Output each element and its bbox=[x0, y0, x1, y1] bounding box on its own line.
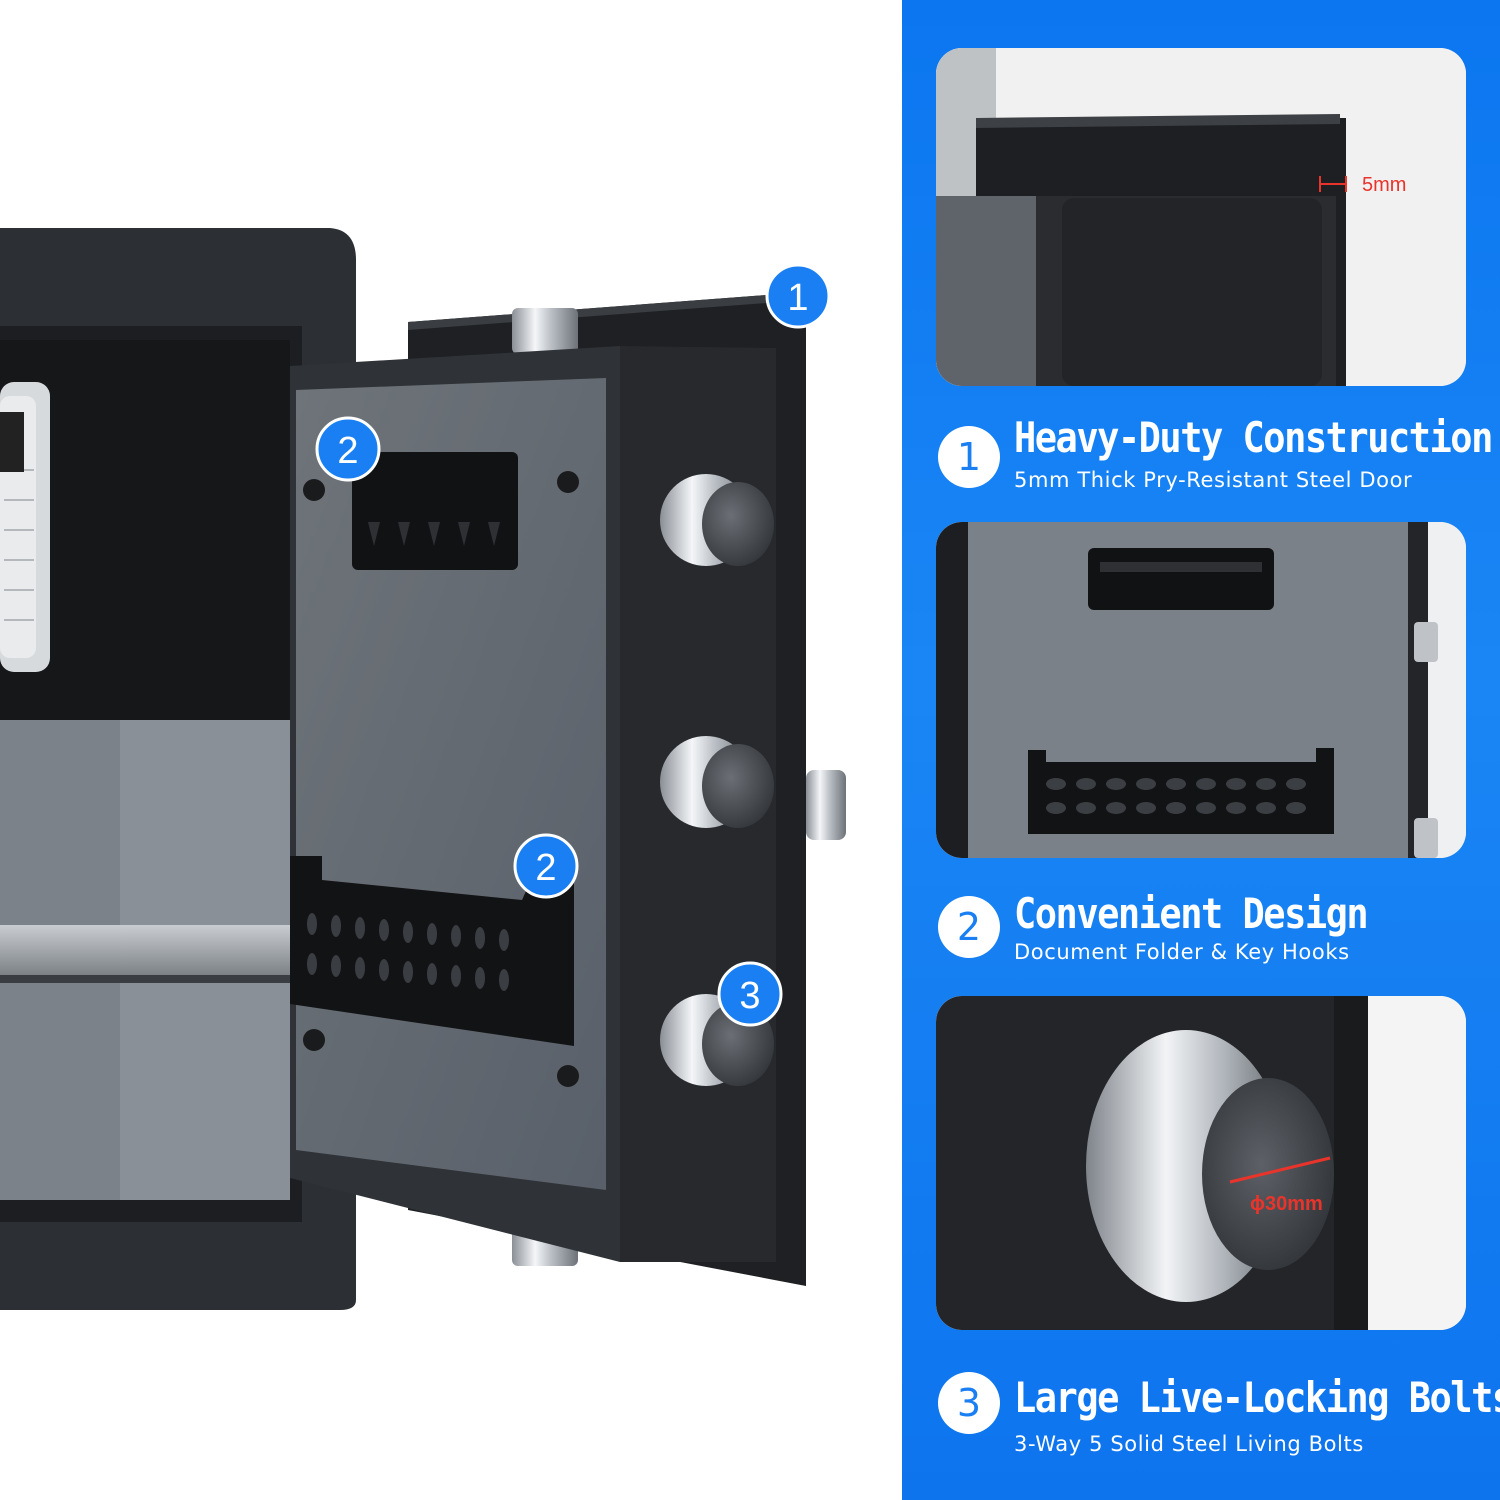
callout-badge-2: 2 bbox=[315, 416, 381, 482]
feature-panel: 5mm 1 Heavy-Duty Construction 5mm Thick … bbox=[902, 0, 1500, 1500]
callout-badge-1: 1 bbox=[765, 263, 831, 329]
feature-title-1: Heavy-Duty Construction bbox=[1014, 414, 1493, 463]
svg-text:ϕ30mm: ϕ30mm bbox=[1250, 1193, 1323, 1215]
svg-text:2: 2 bbox=[535, 847, 556, 889]
locking-bolt bbox=[660, 736, 774, 828]
svg-text:3: 3 bbox=[739, 975, 760, 1017]
thumbnail-door-thickness: 5mm bbox=[936, 48, 1466, 386]
feature-number-2: 2 bbox=[938, 896, 1000, 958]
svg-text:5mm: 5mm bbox=[1362, 174, 1406, 196]
diameter-indicator: ϕ30mm bbox=[1229, 1156, 1331, 1215]
callout-badge-2: 2 bbox=[513, 833, 579, 899]
feature-title-2: Convenient Design bbox=[1014, 890, 1369, 939]
thumbnail-folder-hooks bbox=[936, 522, 1466, 858]
feature-number-3: 3 bbox=[938, 1372, 1000, 1434]
callout-badge-3: 3 bbox=[717, 961, 783, 1027]
feature-subtitle-2: Document Folder & Key Hooks bbox=[1014, 940, 1350, 964]
svg-text:1: 1 bbox=[787, 277, 808, 319]
locking-bolt bbox=[660, 474, 774, 566]
feature-subtitle-3: 3-Way 5 Solid Steel Living Bolts bbox=[1014, 1432, 1364, 1456]
thickness-indicator: 5mm bbox=[1319, 174, 1406, 196]
svg-text:2: 2 bbox=[337, 430, 358, 472]
feature-title-3: Large Live-Locking Bolts bbox=[1014, 1374, 1500, 1423]
thumbnail-bolt-diameter: ϕ30mm bbox=[936, 996, 1466, 1330]
feature-number-1: 1 bbox=[938, 426, 1000, 488]
safe-product-illustration: 1 2 2 3 bbox=[0, 228, 846, 1310]
safe-body bbox=[0, 228, 356, 1310]
feature-subtitle-1: 5mm Thick Pry-Resistant Steel Door bbox=[1014, 468, 1413, 492]
